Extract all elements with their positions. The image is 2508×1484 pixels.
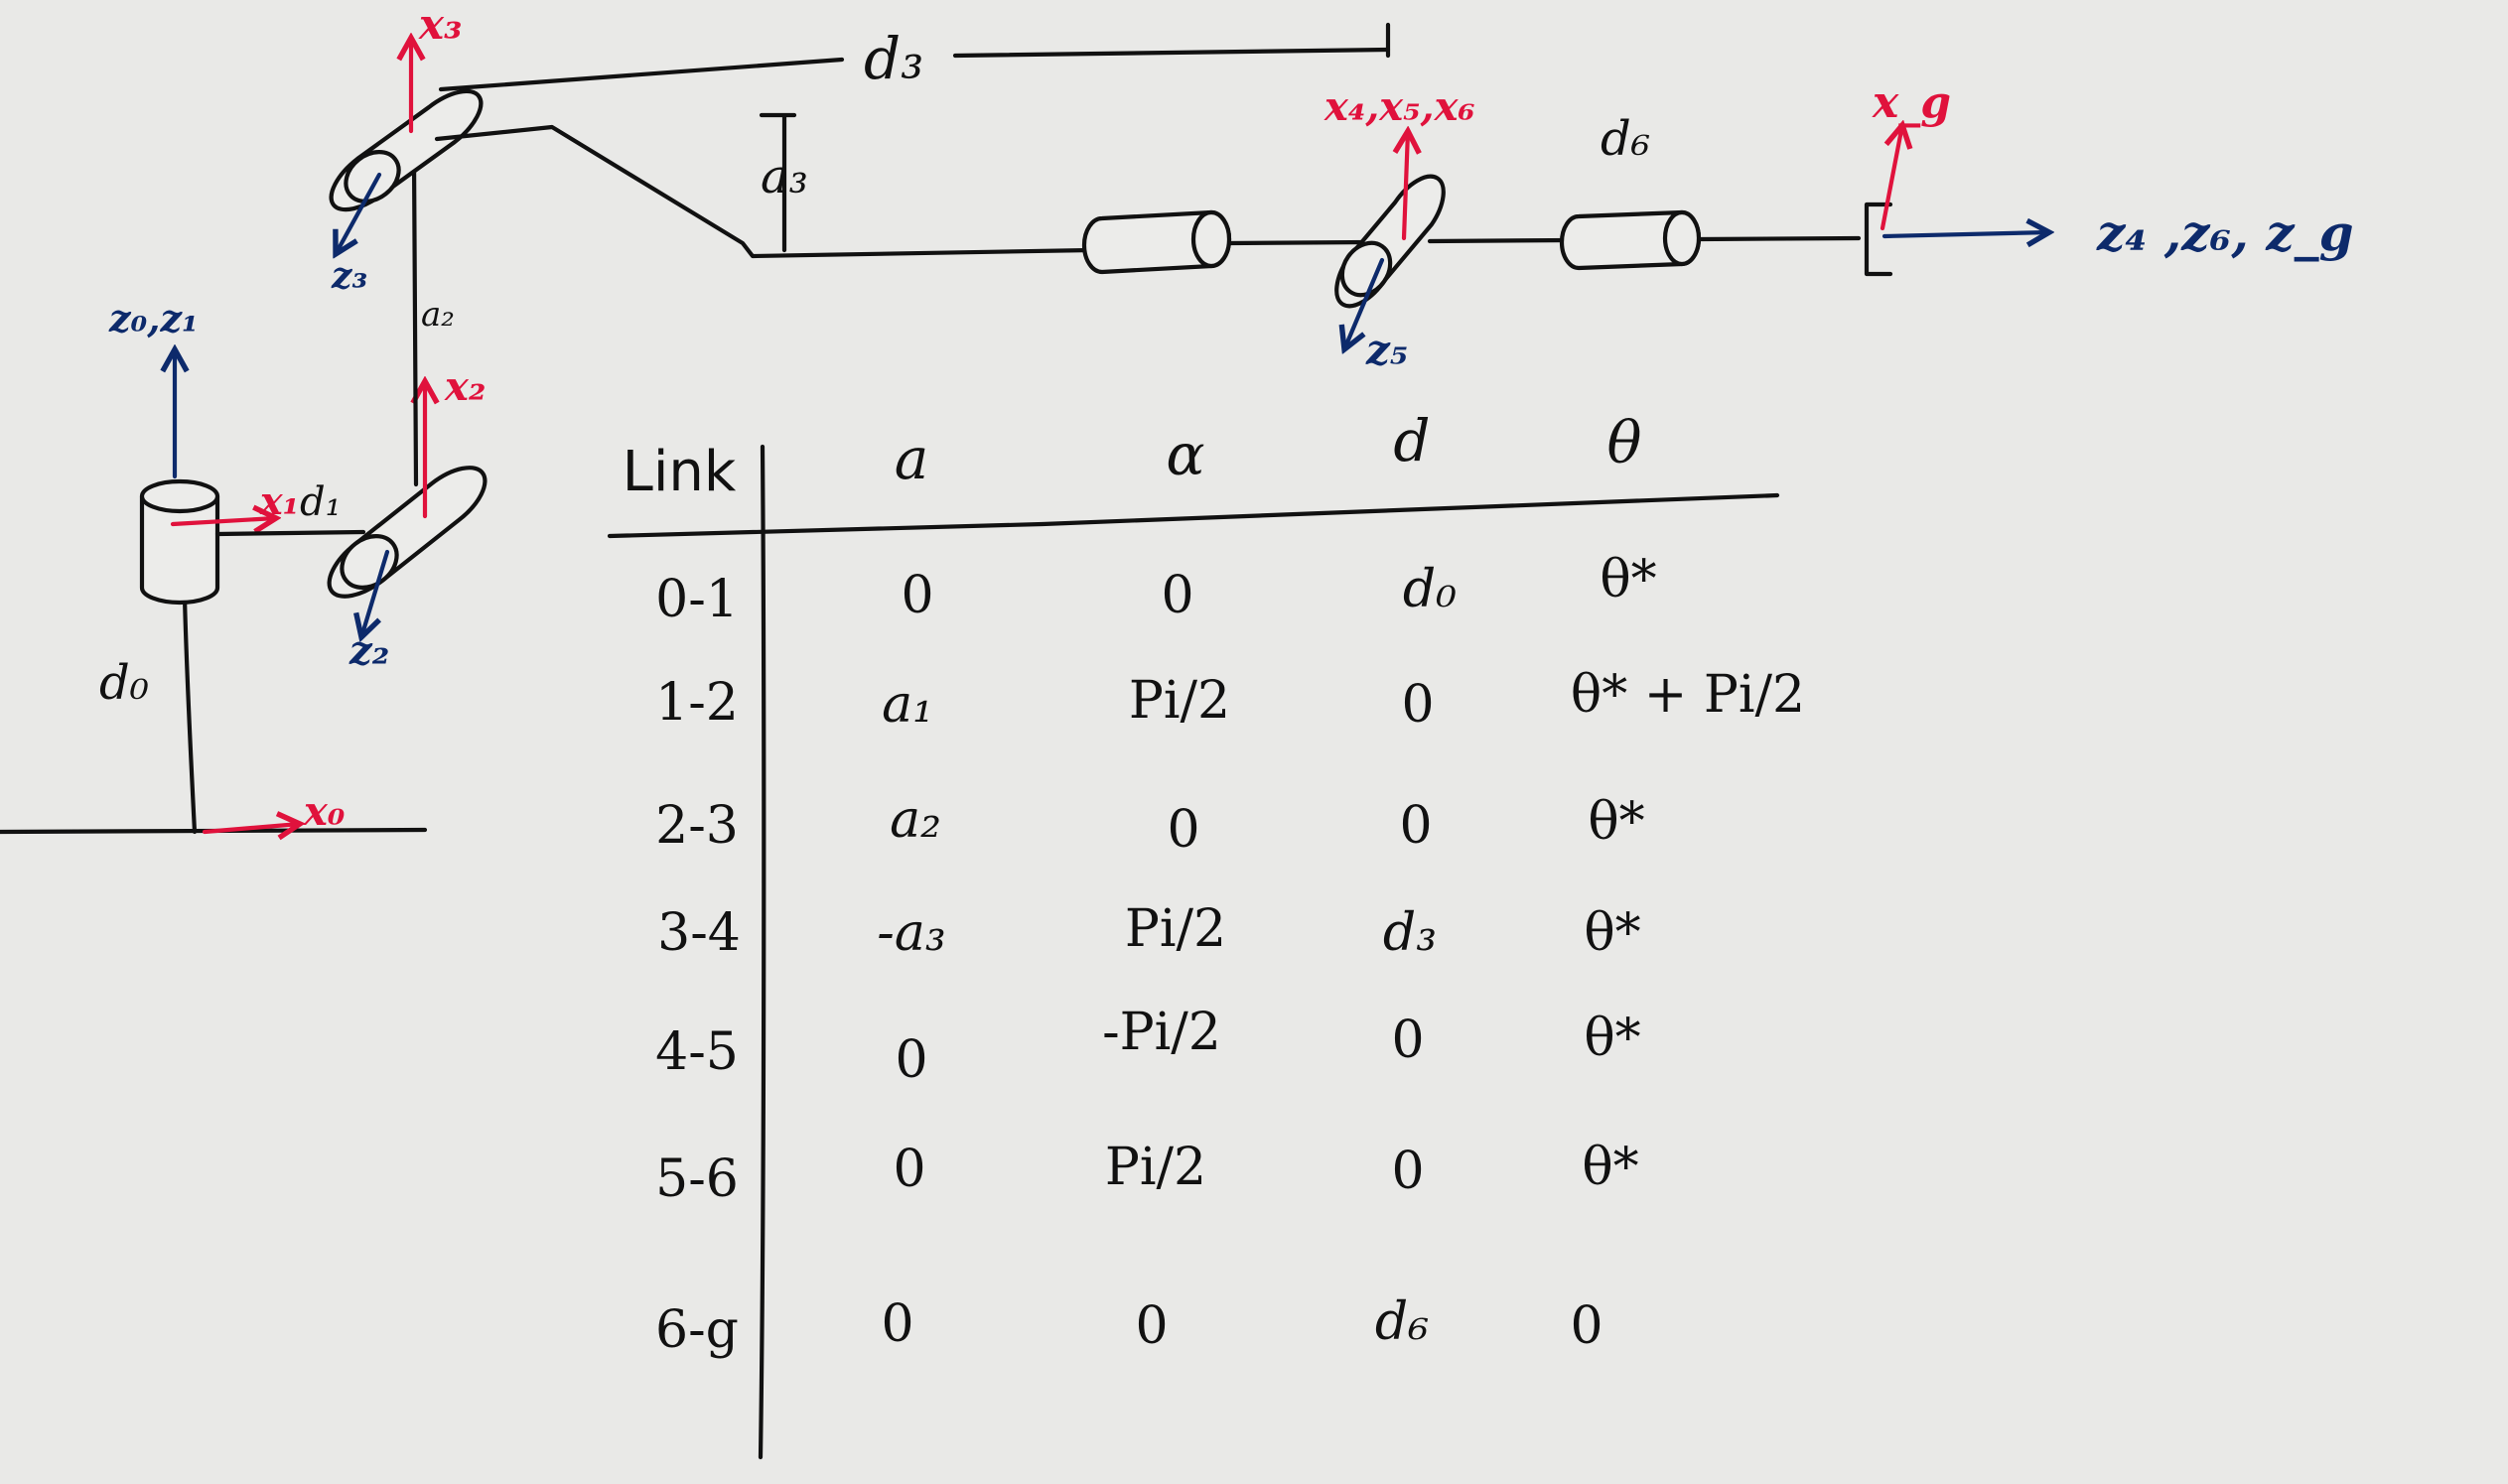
- d-cell: d₃: [1382, 903, 1438, 963]
- table-header-rule: [607, 492, 1780, 539]
- theta-cell: θ*: [1588, 792, 1645, 852]
- joint5-cylinder: [1334, 174, 1446, 309]
- a2-label: a₂: [421, 295, 455, 335]
- link-a2: [411, 154, 419, 487]
- link-cell: 6-g: [655, 1300, 739, 1360]
- a-cell: a₂: [890, 790, 941, 850]
- d0-label: d₀: [99, 655, 149, 711]
- alpha-cell: Pi/2: [1124, 899, 1227, 959]
- theta-cell: θ*: [1584, 1009, 1641, 1068]
- theta-cell: θ*: [1600, 550, 1657, 609]
- header-theta: θ: [1606, 409, 1642, 476]
- x1-label: x₁: [260, 478, 300, 523]
- xg-arrow: [1880, 125, 1902, 231]
- z46g-arrow: [1881, 232, 2049, 236]
- x0-label: x₀: [304, 788, 346, 835]
- d-cell: d₆: [1374, 1292, 1430, 1352]
- alpha-cell: 0: [1161, 566, 1194, 625]
- d3-dimension-right: [952, 47, 1391, 59]
- d-cell: 0: [1399, 796, 1433, 856]
- a-cell: 0: [881, 1294, 914, 1354]
- link-cell: 3-4: [657, 903, 741, 963]
- a-cell: a₁: [882, 675, 933, 735]
- joint1-cylinder: [139, 478, 220, 606]
- a-cell: -a₃: [877, 903, 946, 963]
- alpha-cell: -Pi/2: [1102, 1003, 1221, 1062]
- x456-label: x₄,x₅,x₆: [1324, 83, 1475, 130]
- z3-label: z₃: [332, 255, 368, 297]
- link-5-6: [1427, 237, 1572, 244]
- z2-arrow: [361, 549, 390, 637]
- alpha-cell: 0: [1167, 800, 1200, 860]
- x456-arrow: [1404, 131, 1408, 241]
- d3-label: d₃: [864, 25, 924, 92]
- link-4-5: [1226, 239, 1371, 246]
- z5-arrow: [1344, 257, 1385, 349]
- x1-arrow: [170, 518, 276, 524]
- d1-label: d₁: [300, 479, 342, 525]
- z3-arrow: [336, 172, 382, 254]
- joint4-cylinder: [1081, 209, 1232, 275]
- a3-label: a₃: [761, 149, 808, 204]
- x2-label: x₂: [445, 363, 487, 410]
- link-cell: 5-6: [655, 1149, 739, 1209]
- theta-cell: θ* + Pi/2: [1570, 665, 1806, 725]
- xg-label: x_g: [1873, 77, 1951, 128]
- d-cell: 0: [1391, 1011, 1425, 1070]
- table-column-rule: [758, 444, 766, 1460]
- header-a: a: [894, 425, 929, 492]
- link-cell: 0-1: [655, 570, 739, 629]
- z5-label: z₅: [1366, 326, 1409, 374]
- a-cell: 0: [901, 566, 934, 625]
- link-a3-bent: [434, 124, 1093, 259]
- theta-cell: 0: [1570, 1296, 1603, 1356]
- theta-cell: θ*: [1582, 1138, 1639, 1197]
- a-cell: 0: [893, 1140, 926, 1199]
- x0-arrow: [202, 824, 300, 832]
- alpha-cell: Pi/2: [1104, 1138, 1207, 1197]
- link-cell: 2-3: [655, 796, 739, 856]
- d-cell: 0: [1401, 675, 1435, 735]
- alpha-cell: Pi/2: [1128, 671, 1231, 731]
- header-alpha: α: [1166, 421, 1205, 488]
- link-6-g: [1696, 235, 1862, 242]
- a-cell: 0: [895, 1030, 928, 1090]
- header-link: Link: [622, 440, 737, 504]
- base-post: [182, 595, 198, 835]
- a3-dimension: [759, 112, 797, 253]
- link-1-2: [214, 529, 366, 537]
- joint2-cylinder: [327, 466, 488, 599]
- z46g-label: z₄ ,z₆, z_g: [2097, 203, 2354, 262]
- alpha-cell: 0: [1135, 1296, 1169, 1356]
- z01-label: z₀,z₁: [109, 296, 199, 340]
- link-cell: 1-2: [655, 673, 739, 733]
- d-cell: d₀: [1402, 560, 1458, 619]
- d-cell: 0: [1391, 1142, 1425, 1201]
- joint3-cylinder: [329, 88, 484, 212]
- header-d: d: [1393, 407, 1431, 474]
- d3-dimension-left: [438, 57, 845, 92]
- joint6-cylinder: [1559, 209, 1702, 271]
- gripper: [1864, 202, 1893, 277]
- z2-label: z₂: [349, 627, 390, 674]
- theta-cell: θ*: [1584, 903, 1641, 963]
- x3-label: x₃: [419, 0, 463, 49]
- link-cell: 4-5: [655, 1022, 739, 1082]
- d6-label: d₆: [1601, 111, 1650, 167]
